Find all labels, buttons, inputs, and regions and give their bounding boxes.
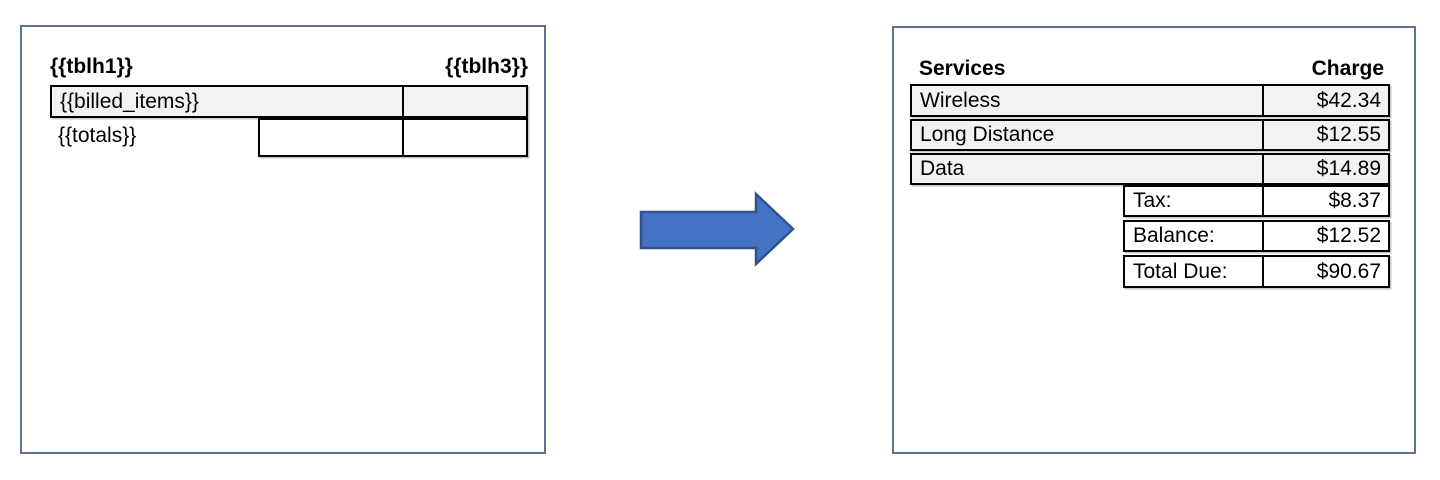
- template-header-col3: {{tblh3}}: [445, 55, 528, 78]
- service-name-cell: Wireless: [912, 86, 1264, 115]
- total-label-cell: Total Due:: [1125, 257, 1264, 286]
- service-name: Long Distance: [920, 123, 1055, 146]
- template-billed-items-placeholder: {{billed_items}}: [60, 89, 199, 113]
- total-row-tax: Tax: $8.37: [1123, 185, 1390, 217]
- total-value: $8.37: [1328, 189, 1381, 212]
- template-totals-value-cell-empty: [404, 120, 526, 155]
- total-label: Balance:: [1133, 224, 1215, 247]
- template-totals-placeholder: {{totals}}: [58, 124, 137, 147]
- result-header-services: Services: [919, 57, 1006, 80]
- service-name-cell: Data: [912, 155, 1264, 183]
- total-label-cell: Balance:: [1125, 222, 1264, 250]
- service-charge-cell: $14.89: [1264, 155, 1388, 183]
- service-charge: $14.89: [1316, 157, 1381, 180]
- service-charge-cell: $42.34: [1264, 86, 1388, 115]
- template-billed-items-row: {{billed_items}}: [50, 85, 528, 118]
- result-header-charge: Charge: [1311, 57, 1384, 80]
- template-charge-cell-empty: [404, 87, 526, 116]
- service-row-data: Data $14.89: [910, 153, 1390, 185]
- service-name: Wireless: [920, 88, 1001, 112]
- service-name: Data: [920, 157, 965, 180]
- template-totals-label-cell-empty: [260, 120, 404, 155]
- result-table-header: Services Charge: [910, 54, 1390, 84]
- total-value: $12.52: [1316, 224, 1381, 247]
- template-totals-row: [258, 118, 528, 157]
- total-label: Total Due:: [1133, 259, 1228, 283]
- service-charge-cell: $12.55: [1264, 121, 1388, 149]
- total-value-cell: $90.67: [1264, 257, 1388, 286]
- template-header-col1: {{tblh1}}: [50, 55, 133, 78]
- template-document-panel: {{tblh1}} {{tblh3}} {{billed_items}} {{t…: [20, 25, 546, 454]
- service-row-long-distance: Long Distance $12.55: [910, 119, 1390, 151]
- service-charge: $12.55: [1316, 123, 1381, 146]
- result-document-panel: Services Charge Wireless $42.34 Long Dis…: [892, 26, 1416, 454]
- total-label-cell: Tax:: [1125, 187, 1264, 215]
- total-row-balance: Balance: $12.52: [1123, 220, 1390, 252]
- service-row-wireless: Wireless $42.34: [910, 84, 1390, 117]
- total-value-cell: $12.52: [1264, 222, 1388, 250]
- total-value-cell: $8.37: [1264, 187, 1388, 215]
- service-name-cell: Long Distance: [912, 121, 1264, 149]
- total-label: Tax:: [1133, 189, 1172, 212]
- template-billed-items-cell: {{billed_items}}: [52, 87, 404, 116]
- total-value: $90.67: [1316, 259, 1381, 283]
- right-arrow-icon: [639, 191, 795, 267]
- total-row-total-due: Total Due: $90.67: [1123, 255, 1390, 288]
- template-table-header: {{tblh1}} {{tblh3}}: [50, 51, 528, 83]
- service-charge: $42.34: [1316, 88, 1381, 112]
- transform-arrow: [639, 191, 797, 269]
